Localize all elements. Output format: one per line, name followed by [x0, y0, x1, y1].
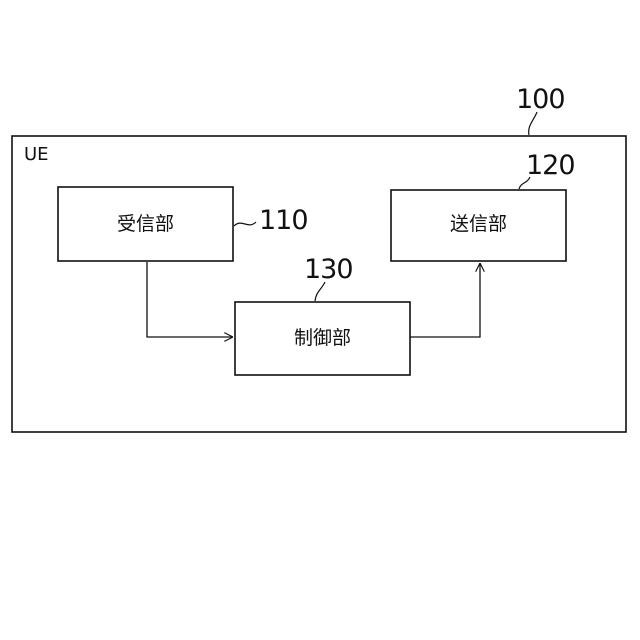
ref-100-leader	[529, 112, 537, 135]
transmitter-block-label: 送信部	[391, 215, 566, 234]
controller-block-label: 制御部	[235, 329, 410, 348]
receiver-to-controller-arrow	[147, 262, 233, 337]
ref-110-leader	[234, 222, 256, 226]
receiver-block-label: 受信部	[58, 215, 233, 234]
ref-110: 110	[259, 207, 308, 234]
controller-to-transmitter-arrow	[410, 263, 480, 337]
ref-120: 120	[526, 152, 575, 179]
ue-container-label: UE	[24, 146, 49, 164]
ref-130: 130	[304, 256, 353, 283]
ref-100: 100	[516, 86, 565, 113]
